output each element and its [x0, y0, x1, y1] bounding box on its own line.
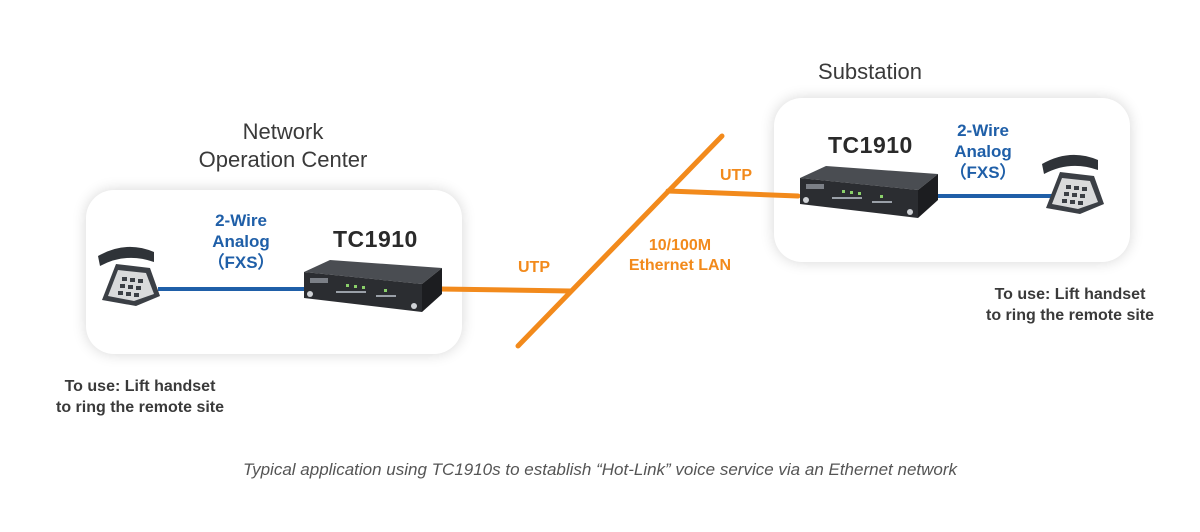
tc1910-device-icon [304, 260, 442, 312]
noc-note-line1: To use: Lift handset [64, 378, 216, 395]
noc-model-label: TC1910 [333, 226, 418, 252]
substation-wire-line3: （FXS） [949, 163, 1017, 182]
substation-wire-line2: Analog [954, 142, 1012, 161]
noc-title-line1: Network [242, 119, 324, 144]
noc-wire-line3: （FXS） [207, 253, 275, 272]
utp-line-right [665, 188, 801, 199]
substation-note-line2: to ring the remote site [985, 307, 1155, 324]
tc1910-device-icon [800, 166, 938, 218]
lan-label-line1: 10/100M [648, 237, 712, 254]
substation-usage-note: To use: Lift handset to ring the remote … [940, 284, 1200, 326]
noc-usage-note: To use: Lift handset to ring the remote … [10, 376, 270, 418]
ethernet-lan-line [515, 133, 725, 349]
substation-site-title: Substation [818, 59, 922, 84]
telephone-icon [1042, 154, 1104, 214]
utp-line-left [437, 286, 573, 294]
substation-model-label: TC1910 [828, 132, 913, 158]
utp-label-left: UTP [518, 259, 550, 276]
noc-wire-label: 2-Wire Analog （FXS） [186, 210, 296, 273]
substation-note-line1: To use: Lift handset [994, 286, 1146, 303]
noc-note-line2: to ring the remote site [55, 399, 225, 416]
telephone-icon [98, 246, 160, 306]
noc-wire-line2: Analog [212, 232, 270, 251]
ethernet-lan-label: 10/100M Ethernet LAN [610, 236, 750, 276]
noc-title-line2: Operation Center [198, 147, 368, 172]
utp-label-right: UTP [720, 167, 752, 184]
lan-label-line2: Ethernet LAN [628, 257, 732, 274]
noc-site-title: Network Operation Center [130, 118, 436, 174]
noc-wire-line1: 2-Wire [215, 211, 267, 230]
figure-caption: Typical application using TC1910s to est… [242, 460, 958, 479]
substation-wire-line1: 2-Wire [957, 121, 1009, 140]
substation-wire-label: 2-Wire Analog （FXS） [928, 120, 1038, 183]
